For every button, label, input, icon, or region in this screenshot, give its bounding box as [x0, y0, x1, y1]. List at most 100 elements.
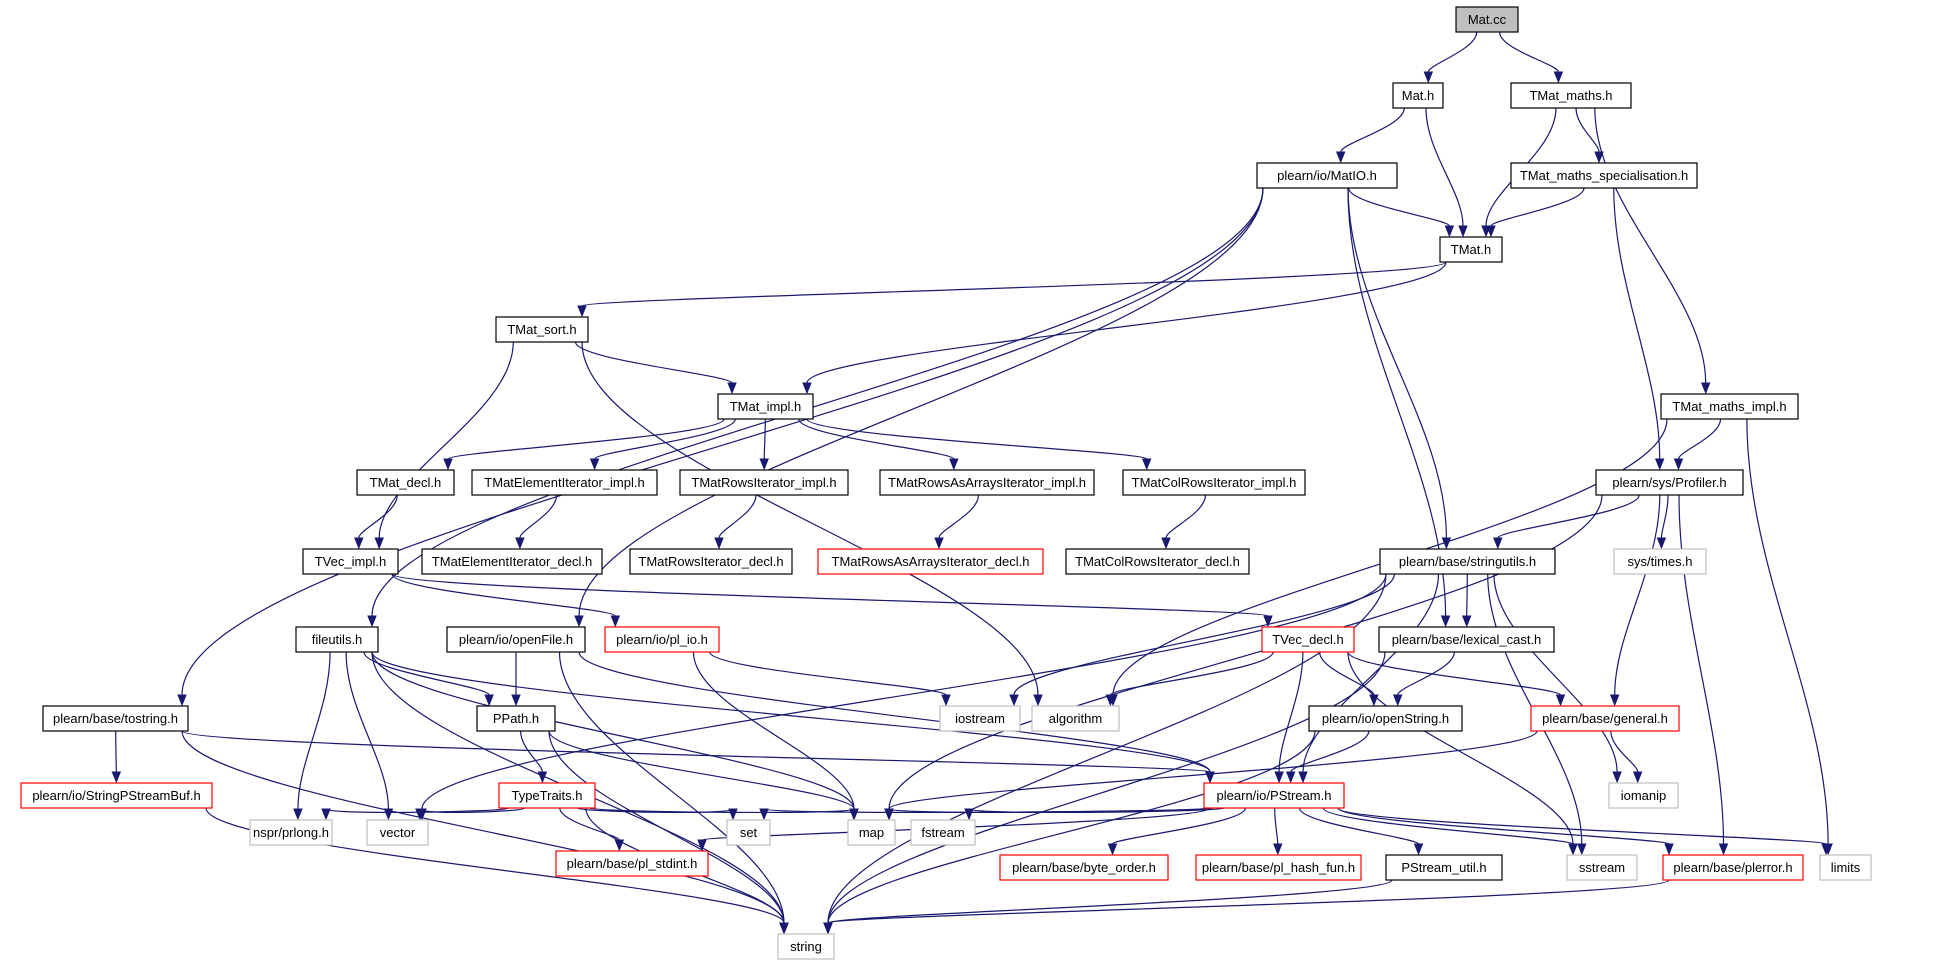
node-tvecimpl[interactable]: TVec_impl.h: [302, 548, 399, 575]
edge-arrowhead: [589, 458, 600, 471]
edge-fileutils-to-vector: [345, 651, 394, 821]
node-label: TMat.h: [1451, 242, 1491, 257]
edge-arrowhead: [1594, 151, 1604, 164]
node-box: [879, 469, 1095, 496]
node-algorithm: algorithm: [1031, 705, 1120, 732]
node-label: TMatElementIterator_impl.h: [484, 475, 644, 490]
edge-arrowhead: [759, 458, 769, 471]
node-label: PStream_util.h: [1401, 860, 1486, 875]
edge-line: [371, 651, 1211, 773]
node-label: plearn/io/MatIO.h: [1277, 168, 1377, 183]
node-matcc[interactable]: Mat.cc: [1455, 6, 1519, 33]
edge-arrowhead: [964, 808, 974, 821]
node-plerror[interactable]: plearn/base/plerror.h: [1662, 854, 1804, 881]
node-plhashfun[interactable]: plearn/base/pl_hash_fun.h: [1195, 854, 1362, 881]
node-stringutils[interactable]: plearn/base/stringutils.h: [1379, 548, 1556, 575]
node-tmatcolrowsiterdecl[interactable]: TMatColRowsIterator_decl.h: [1065, 548, 1250, 575]
node-tmatimpl[interactable]: TMat_impl.h: [717, 393, 814, 420]
edge-typetraits-to-map: [588, 807, 859, 821]
node-label: plearn/io/openString.h: [1322, 711, 1449, 726]
edge-plio-to-iostream: [709, 651, 951, 707]
edge-arrowhead: [1273, 843, 1283, 856]
edge-arrowhead: [383, 808, 394, 821]
edge-line: [548, 730, 855, 810]
node-plstdint[interactable]: plearn/base/pl_stdint.h: [555, 850, 709, 877]
node-pstreamutil[interactable]: PStream_util.h: [1385, 854, 1503, 881]
edge-line: [1165, 494, 1207, 539]
edge-line: [391, 573, 616, 617]
edge-arrowhead: [111, 771, 122, 784]
edge-arrowhead: [1700, 382, 1711, 395]
edge-math-to-matio: [1335, 107, 1405, 164]
edge-line: [1497, 494, 1640, 539]
node-math[interactable]: Mat.h: [1392, 82, 1444, 109]
node-box: [1392, 82, 1444, 109]
edge-tmatmathsimpl-to-profiler: [1673, 418, 1722, 471]
node-openstring[interactable]: plearn/io/openString.h: [1308, 705, 1463, 732]
node-box: [495, 316, 589, 343]
edge-tostring-to-pstream: [181, 730, 1215, 784]
node-set: set: [726, 819, 771, 846]
node-profiler[interactable]: plearn/sys/Profiler.h: [1595, 469, 1744, 496]
edge-line: [581, 261, 1447, 307]
node-tvecdecl[interactable]: TVec_decl.h: [1261, 626, 1355, 653]
node-ppath[interactable]: PPath.h: [476, 705, 556, 732]
node-label: iomanip: [1621, 788, 1667, 803]
node-label: TMat_impl.h: [730, 399, 802, 414]
node-box: [777, 933, 835, 960]
edge-arrowhead: [1392, 694, 1403, 707]
edge-arrowhead: [1444, 225, 1455, 238]
edge-arrowhead: [537, 771, 548, 784]
node-tmatrowsasarraysiterimpl[interactable]: TMatRowsAsArraysIterator_impl.h: [879, 469, 1095, 496]
node-tmatrowsasarraysiterdecl[interactable]: TMatRowsAsArraysIterator_decl.h: [817, 548, 1044, 575]
node-lexicalcast[interactable]: plearn/base/lexical_cast.h: [1378, 626, 1555, 653]
node-label: plearn/base/plerror.h: [1673, 860, 1792, 875]
edge-line: [1347, 651, 1574, 845]
edge-arrowhead: [1107, 843, 1118, 856]
node-tmatsort[interactable]: TMat_sort.h: [495, 316, 589, 343]
node-label: map: [859, 825, 884, 840]
node-label: plearn/io/PStream.h: [1217, 788, 1332, 803]
node-typetraits[interactable]: TypeTraits.h: [498, 782, 596, 809]
node-pstream[interactable]: plearn/io/PStream.h: [1203, 782, 1345, 809]
edge-line: [718, 494, 757, 539]
edge-tmatimpl-to-tmatcolrowsiterimpl: [806, 418, 1152, 471]
node-label: plearn/base/pl_stdint.h: [567, 856, 698, 871]
node-tmatdecl[interactable]: TMat_decl.h: [356, 469, 455, 496]
node-label: Mat.cc: [1468, 12, 1507, 27]
node-tmatrowsiterdecl[interactable]: TMatRowsIterator_decl.h: [629, 548, 793, 575]
node-box: [1530, 705, 1680, 732]
node-general[interactable]: plearn/base/general.h: [1530, 705, 1680, 732]
node-tmatcolrowsiterimpl[interactable]: TMatColRowsIterator_impl.h: [1122, 469, 1306, 496]
node-openfile[interactable]: plearn/io/openFile.h: [446, 626, 586, 653]
edge-pstreamutil-to-string: [823, 879, 1393, 935]
edge-arrowhead: [1673, 458, 1684, 471]
edge-line: [1337, 807, 1827, 845]
edge-line: [709, 651, 947, 696]
edge-plerror-to-string: [823, 879, 1670, 935]
edge-tvecdecl-to-pstream: [1274, 651, 1304, 784]
node-byteorder[interactable]: plearn/base/byte_order.h: [999, 854, 1169, 881]
edge-arrowhead: [1440, 615, 1451, 628]
node-tmatmaths[interactable]: TMat_maths.h: [1510, 82, 1632, 109]
edge-pstream-to-sstream: [1322, 807, 1578, 856]
node-tmatmathsimpl[interactable]: TMat_maths_impl.h: [1660, 393, 1799, 420]
node-fstream: fstream: [910, 819, 976, 846]
node-fileutils[interactable]: fileutils.h: [295, 626, 379, 653]
node-tostring[interactable]: plearn/base/tostring.h: [42, 705, 189, 732]
edge-matcc-to-tmatmaths: [1499, 31, 1564, 84]
node-stringpstreambuf[interactable]: plearn/io/StringPStreamBuf.h: [20, 782, 213, 809]
node-label: TMatRowsAsArraysIterator_impl.h: [888, 475, 1086, 490]
node-tmath[interactable]: TMat.h: [1439, 236, 1503, 263]
edge-line: [576, 807, 734, 814]
node-label: TMatColRowsIterator_decl.h: [1075, 554, 1240, 569]
node-tmatrowsiterimpl[interactable]: TMatRowsIterator_impl.h: [679, 469, 849, 496]
node-plio[interactable]: plearn/io/pl_io.h: [604, 626, 720, 653]
node-tmatmathsspec[interactable]: TMat_maths_specialisation.h: [1510, 162, 1698, 189]
edge-tvecdecl-to-sstream: [1347, 651, 1578, 856]
node-tmatelemiterdecl[interactable]: TMatElementIterator_decl.h: [421, 548, 603, 575]
node-matio[interactable]: plearn/io/MatIO.h: [1256, 162, 1398, 189]
edge-arrowhead: [1423, 71, 1434, 84]
node-tmatelemiterimpl[interactable]: TMatElementIterator_impl.h: [471, 469, 658, 496]
edge-tmatcolrowsiterimpl-to-tmatcolrowsiterdecl: [1161, 494, 1207, 550]
